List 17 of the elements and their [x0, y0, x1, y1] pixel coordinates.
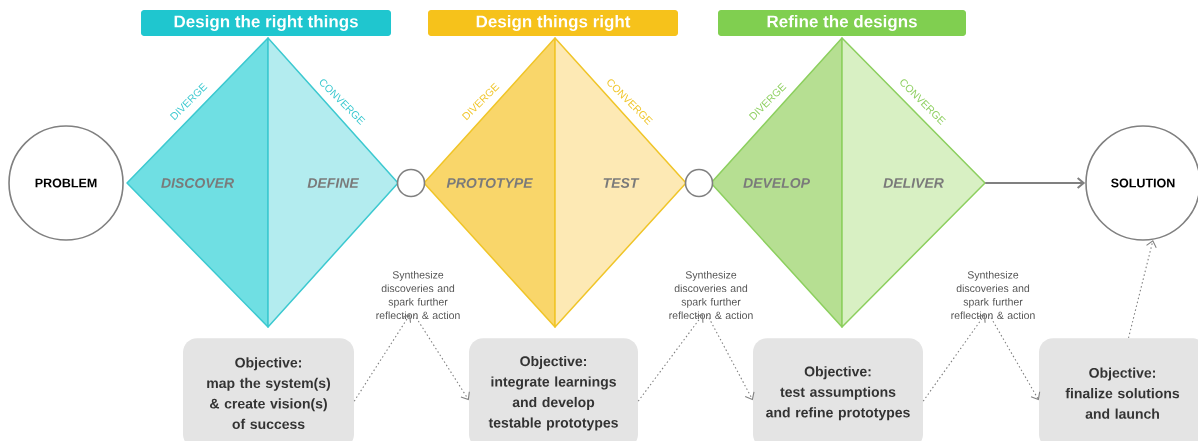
objective-box: Objective: test assumptions and refine prototypes: [753, 338, 923, 441]
dotted-arrow: [1127, 239, 1157, 339]
dotted-arrow: [706, 313, 755, 401]
phase-header: Refine the designs: [718, 10, 966, 36]
objective-box: Objective: finalize solutions and launch: [1039, 338, 1198, 441]
dotted-arrow: [353, 314, 412, 402]
dotted-arrow: [413, 313, 470, 401]
objective-box: Objective: integrate learnings and develop testable prototypes: [469, 338, 638, 441]
arrow: [984, 177, 1086, 189]
phase-header: Design things right: [428, 10, 678, 36]
objective-box: Objective: map the system(s) & create vision(s) of success: [183, 338, 354, 441]
connector-circle: [684, 168, 714, 198]
dotted-arrow: [637, 314, 704, 402]
dotted-arrow: [988, 313, 1041, 401]
dotted-arrow: [922, 314, 986, 402]
connector-circle: [396, 168, 426, 198]
phase-header: Design the right things: [141, 10, 391, 36]
